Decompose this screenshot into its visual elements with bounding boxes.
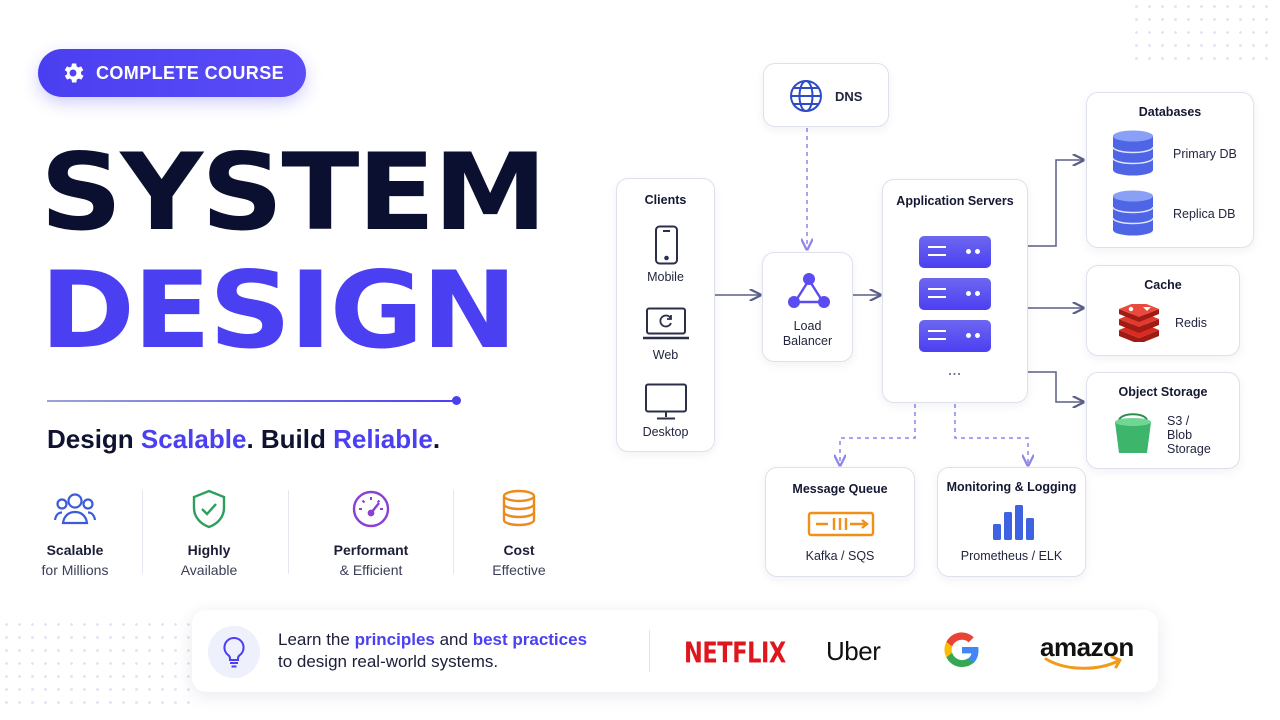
tagline-highlight-scalable: Scalable [140,424,247,454]
gauge-icon [352,490,390,528]
load-balancer-node[interactable]: Load Balancer [762,252,853,362]
database-icon [1112,190,1154,236]
feature-divider [288,490,289,574]
decorative-dots-top-right [1130,0,1270,70]
clients-node[interactable]: Clients Mobile Web Desktop [616,178,715,452]
feature-performant: Performant & Efficient [306,488,436,578]
feature-scalable: Scalable for Millions [10,488,140,578]
netflix-logo: NETFLIX [684,636,786,670]
complete-course-badge[interactable]: COMPLETE COURSE [38,49,306,97]
amazon-smile-icon [1044,656,1122,670]
feature-cost-effective: Cost Effective [454,488,584,578]
banner-highlight-best-practices: best practices [472,630,588,649]
users-icon [54,493,96,525]
tagline-highlight-reliable: Reliable [333,424,433,454]
tagline: Design Scalable. Build Reliable. [47,424,441,454]
feature-divider [142,490,143,574]
banner-divider [649,630,650,672]
shield-check-icon [192,489,226,529]
load-balancer-icon [788,273,830,308]
object-storage-node[interactable]: Object Storage S3 / Blob Storage [1086,372,1240,469]
more-servers-ellipsis: ... [948,364,962,378]
server-rack [919,320,991,352]
desktop-icon [645,383,687,420]
lightbulb-icon [223,636,245,668]
queue-icon [807,511,875,537]
title-line-system: SYSTEM [40,131,547,254]
amazon-logo: amazon [1040,632,1134,670]
web-laptop-icon [643,307,689,340]
bucket-icon [1115,413,1151,453]
title-line-design: DESIGN [40,249,517,372]
title-underline [47,400,456,402]
feature-list: Scalable for Millions Highly Available P… [0,488,600,578]
feature-highly-available: Highly Available [144,488,274,578]
badge-label: COMPLETE COURSE [96,62,285,83]
banner-text: Learn the principles and best practices … [278,630,588,671]
globe-icon [790,80,822,112]
server-rack [919,278,991,310]
application-servers-node[interactable]: Application Servers ... [882,179,1028,403]
banner-highlight-principles: principles [354,630,435,649]
title-underline-dot [452,396,461,405]
dns-node[interactable]: DNS [763,63,889,127]
coins-icon [502,489,536,527]
lightbulb-badge [208,626,260,678]
feature-divider [453,490,454,574]
redis-icon [1119,304,1159,342]
message-queue-node[interactable]: Message Queue Kafka / SQS [765,467,915,577]
database-icon [1112,130,1154,176]
decorative-dots-bottom-left [0,618,190,708]
databases-node[interactable]: Databases Primary DB Replica DB [1086,92,1254,248]
monitoring-node[interactable]: Monitoring & Logging Prometheus / ELK [937,467,1086,577]
mobile-icon [655,225,678,265]
server-rack [919,236,991,268]
gear-icon [64,63,84,83]
uber-logo: Uber [826,636,881,666]
cache-node[interactable]: Cache Redis [1086,265,1240,356]
google-logo [944,632,979,668]
bar-chart-icon [993,505,1034,540]
bottom-banner: Learn the principles and best practices … [192,610,1158,692]
